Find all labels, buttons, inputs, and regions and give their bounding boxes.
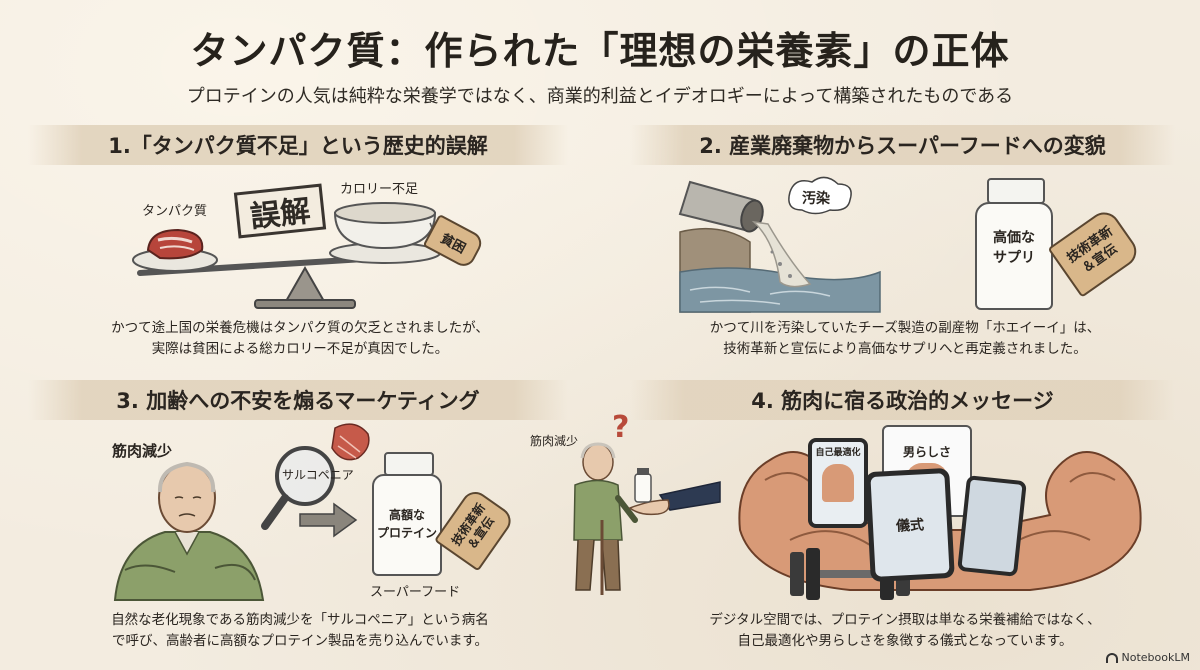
poverty-tag-text: 貧困 (438, 231, 469, 257)
brand-text: NotebookLM (1121, 651, 1190, 664)
calorie-shortage-label: カロリー不足 (340, 182, 419, 197)
question-mark-icon: ? (612, 410, 630, 445)
section-2-caption: かつて川を汚染していたチーズ製造の副産物「ホエイーイ」は、 技術革新と宣伝により… (660, 318, 1150, 360)
phone-top-label: 男らしさ (902, 445, 951, 459)
magnifier-muscle-illustration (261, 423, 370, 530)
elderly-cane-illustration (573, 442, 721, 595)
section-1-heading: 1.「タンパク質不足」という歴史的誤解 (28, 125, 568, 165)
muscle-loss-label: 筋肉減少 (112, 442, 173, 460)
bottle-cap (987, 178, 1045, 204)
misconception-stamp-text: 誤解 (248, 193, 313, 236)
pollution-label: 汚染 (802, 191, 830, 207)
bottle-body (975, 202, 1053, 310)
bottle-label-line: 高額な (388, 508, 425, 522)
notebooklm-logo-icon (1105, 652, 1118, 663)
caption-line: で呼び、高齢者に高額なプロテイン製品を売り込んでいます。 (112, 633, 488, 649)
caption-line: 技術革新と宣伝により高価なサプリへと再定義されました。 (723, 341, 1087, 357)
caption-line: 自己最適化や男らしさを象徴する儀式となっています。 (737, 633, 1073, 649)
section-4-heading: 4. 筋肉に宿る政治的メッセージ (630, 380, 1175, 420)
section-1-caption: かつて途上国の栄養危機はタンパク質の欠乏とされましたが、 実際は貧困による総カロ… (55, 318, 545, 360)
phone-center-label: 儀式 (895, 517, 925, 535)
elderly-man-illustration (113, 461, 265, 601)
bottle-label: 高価な サプリ (979, 228, 1049, 278)
phone-center: 儀式 (865, 467, 955, 583)
page-title: タンパク質：作られた「理想の栄養素」の正体 (190, 28, 1010, 73)
bottle-label-line: 高価な (993, 230, 1035, 246)
brand-watermark: NotebookLM (1105, 651, 1190, 664)
caption-line: かつて川を汚染していたチーズ製造の副産物「ホエイーイ」は、 (709, 320, 1101, 336)
muscle-loss-small-label: 筋肉減少 (530, 434, 579, 448)
phone-left-label: 自己最適化 (815, 448, 861, 458)
bottle-label-line: サプリ (993, 250, 1035, 266)
supplement-bottle: 高価な サプリ (975, 178, 1053, 310)
arrow-icon (299, 502, 358, 538)
page-subtitle: プロテインの人気は純粋な栄養学ではなく、商業的利益とイデオロギーによって構築され… (186, 86, 1014, 107)
protein-label: タンパク質 (142, 204, 208, 219)
section-3-heading: 3. 加齢への不安を煽るマーケティング (28, 380, 568, 420)
phone-left: 自己最適化 (808, 438, 868, 528)
sarcopenia-label: サルコペニア (282, 468, 354, 482)
scale-illustration (132, 202, 441, 309)
protein-bottle: 高額な プロテイン (372, 452, 442, 576)
section-2-heading: 2. 産業廃棄物からスーパーフードへの変貌 (630, 125, 1175, 165)
superfood-label: スーパーフード (370, 585, 461, 600)
phone-right (957, 475, 1027, 577)
section-4-caption: デジタル空間では、プロテイン摂取は単なる栄養補給ではなく、 自己最適化や男らしさ… (660, 610, 1150, 652)
section-3-caption: 自然な老化現象である筋肉減少を「サルコペニア」という病名 で呼び、高齢者に高額な… (55, 610, 545, 652)
caption-line: 実際は貧困による総カロリー不足が真因でした。 (151, 341, 449, 357)
bottle-label: 高額な プロテイン (372, 506, 442, 542)
pipe-pollution-illustration (678, 176, 881, 313)
flexing-man-icon (822, 464, 854, 502)
misconception-stamp: 誤解 (233, 183, 327, 239)
caption-line: かつて途上国の栄養危機はタンパク質の欠乏とされましたが、 (111, 320, 489, 336)
bottle-cap (384, 452, 434, 476)
caption-line: 自然な老化現象である筋肉減少を「サルコペニア」という病名 (111, 612, 489, 628)
bottle-label-line: プロテイン (376, 526, 437, 540)
caption-line: デジタル空間では、プロテイン摂取は単なる栄養補給ではなく、 (709, 612, 1101, 628)
bottle-body (372, 474, 442, 576)
